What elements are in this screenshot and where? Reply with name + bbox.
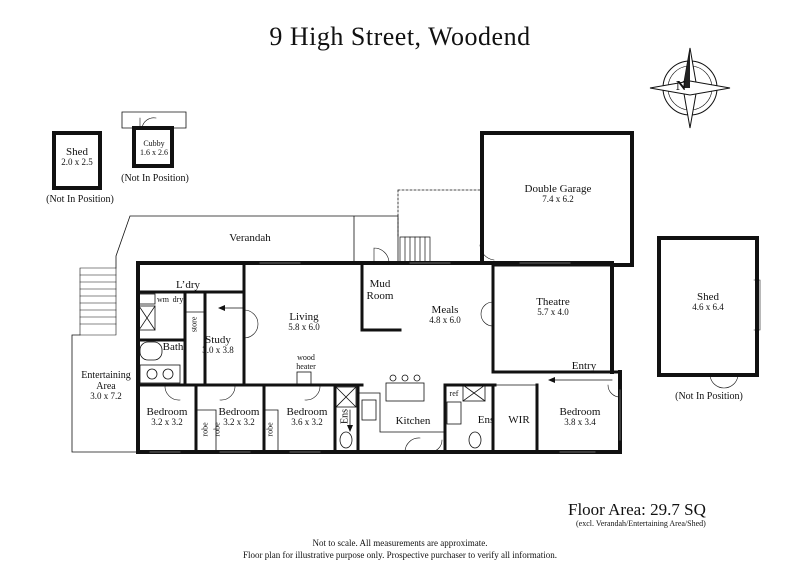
shed-large-note: (Not In Position) [675, 391, 743, 402]
room-bedroom-3: Bedroom 3.6 x 3.2 [286, 406, 328, 428]
room-ensuite-1: Ens [339, 409, 351, 424]
disclaimer-line-1: Not to scale. All measurements are appro… [312, 538, 488, 548]
room-bedroom-1: Bedroom 3.2 x 3.2 [146, 406, 188, 428]
label-dry: dry [172, 295, 184, 304]
label-robe-3: robe [265, 422, 275, 437]
shed-small-note: (Not In Position) [46, 194, 114, 205]
room-shed-large: Shed 4.6 x 6.4 [692, 291, 724, 313]
shed-large-outline [657, 236, 759, 377]
cubby-note: (Not In Position) [121, 173, 189, 184]
room-entertaining: Entertaining Area 3.0 x 7.2 [81, 370, 131, 401]
garage-outline [480, 131, 634, 267]
room-cubby: Cubby 1.6 x 2.6 [140, 139, 168, 157]
room-kitchen: Kitchen [395, 415, 431, 427]
room-study: Study 3.0 x 3.8 [202, 334, 234, 356]
room-verandah: Verandah [229, 232, 271, 244]
compass-letter: N [676, 79, 687, 94]
label-robe-1: robe [200, 422, 210, 437]
room-bedroom-4: Bedroom 3.8 x 3.4 [559, 406, 601, 428]
room-meals: Meals 4.8 x 6.0 [429, 304, 461, 326]
room-bath: Bath [162, 341, 184, 353]
room-laundry: L’dry [175, 279, 201, 291]
room-mud-room: Mud Room [366, 278, 394, 303]
room-shed-small: Shed 2.0 x 2.5 [61, 146, 93, 168]
label-robe-2: robe [212, 422, 222, 437]
room-garage: Double Garage 7.4 x 6.2 [524, 183, 592, 205]
disclaimer-line-2: Floor plan for illustrative purpose only… [242, 550, 558, 560]
label-wm: wm [157, 295, 169, 304]
room-theatre: Theatre 5.7 x 4.0 [536, 296, 570, 318]
label-wood-heater: wood heater [296, 353, 316, 371]
room-wir: WIR [508, 414, 530, 426]
floor-area-note: (excl. Verandah/Entertaining Area/Shed) [576, 519, 706, 528]
room-living: Living 5.8 x 6.0 [288, 311, 320, 333]
floor-area: Floor Area: 29.7 SQ [568, 500, 706, 519]
page-title: 9 High Street, Woodend [269, 22, 531, 51]
cubby-outline [132, 126, 174, 168]
room-entry: Entry [571, 360, 597, 372]
label-ref: ref [449, 389, 459, 398]
room-ensuite-2: Ens [477, 414, 495, 426]
shed-small-outline [52, 131, 102, 190]
room-bedroom-2: Bedroom 3.2 x 3.2 [218, 406, 260, 428]
compass-icon [649, 47, 731, 129]
